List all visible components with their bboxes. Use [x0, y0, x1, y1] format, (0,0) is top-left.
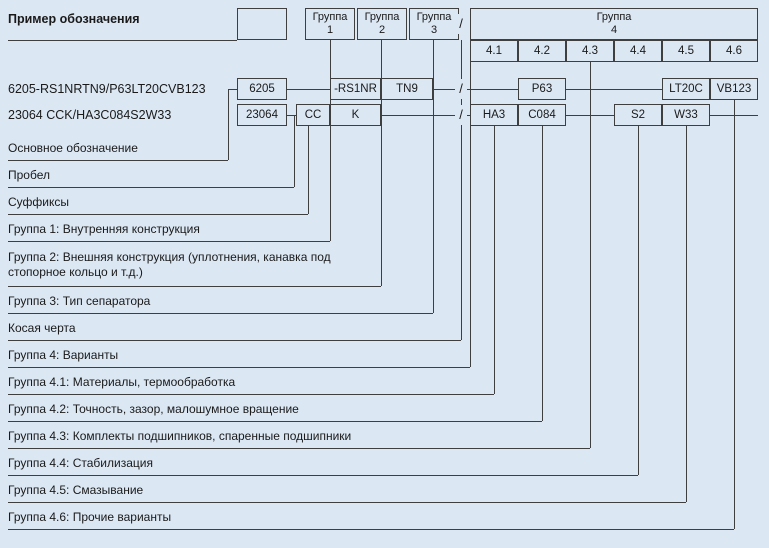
connector-group4-4	[638, 126, 639, 475]
legend-underline-4	[8, 241, 330, 242]
legend-label-space: Пробел	[8, 168, 50, 182]
group-2-header: Группа 2	[357, 8, 407, 40]
connector-group2	[381, 40, 382, 286]
cell-r1-group4-5: LT20C	[662, 78, 710, 100]
row1-midline	[566, 89, 662, 90]
connector-group1	[330, 40, 331, 241]
group-4-header: Группа 4	[470, 8, 758, 40]
connector-group4	[470, 62, 471, 367]
connector-space	[294, 115, 295, 187]
subgroup-4-4-header: 4.4	[614, 40, 662, 62]
legend-label-group4-6: Группа 4.6: Прочие варианты	[8, 510, 172, 524]
row1-midline	[287, 89, 330, 90]
subgroup-4-6-header: 4.6	[710, 40, 758, 62]
legend-label-suffixes: Суффиксы	[8, 195, 69, 209]
legend-underline-9	[8, 394, 494, 395]
legend-underline-14	[8, 529, 734, 530]
row2-midline	[381, 115, 455, 116]
cell-r2-group4-4: S2	[614, 104, 662, 126]
legend-underline-12	[8, 475, 638, 476]
row1-midline	[467, 89, 518, 90]
connector-group4-6	[734, 100, 735, 529]
connector-suffixes	[308, 126, 309, 214]
legend-underline-3	[8, 214, 308, 215]
legend-underline-10	[8, 421, 542, 422]
cell-r1-basic: 6205	[237, 78, 287, 100]
legend-label-basic: Основное обозначение	[8, 141, 138, 155]
legend-label-group1: Группа 1: Внутренняя конструкция	[8, 222, 200, 236]
connector-group4-3	[590, 62, 591, 448]
legend-label-group4-3: Группа 4.3: Комплекты подшипников, спаре…	[8, 429, 352, 443]
legend-label-group4: Группа 4: Варианты	[8, 348, 119, 362]
subgroup-4-2-header: 4.2	[518, 40, 566, 62]
group-3-header: Группа 3	[409, 8, 459, 40]
cell-r2-group4-1: HA3	[470, 104, 518, 126]
page-title: Пример обозначения	[8, 12, 140, 26]
connector-basic	[228, 89, 229, 160]
legend-label-group2: Группа 2: Внешняя конструкция (уплотнени…	[8, 250, 331, 279]
subgroup-4-1-header: 4.1	[470, 40, 518, 62]
cell-r2-group1: K	[330, 104, 381, 126]
cell-r2-basic: 23064	[237, 104, 287, 126]
cell-r1-group4-2: P63	[518, 78, 566, 100]
subgroup-4-3-header: 4.3	[566, 40, 614, 62]
legend-underline-5	[8, 286, 381, 287]
basic-connector-stub	[228, 89, 237, 90]
cell-r1-group4-6: VB123	[710, 78, 758, 100]
cell-r1-suffix-groups12: -RS1NR	[330, 78, 381, 100]
legend-underline-2	[8, 187, 294, 188]
cell-r1-group3: TN9	[381, 78, 433, 100]
connector-group4-2	[542, 126, 543, 421]
connector-slash	[461, 40, 462, 340]
row1-midline	[433, 89, 455, 90]
slash-separator-header: /	[456, 14, 466, 34]
legend-underline-7	[8, 340, 461, 341]
slash-separator-row1: /	[456, 79, 466, 99]
legend-underline-11	[8, 448, 590, 449]
legend-label-group4-5: Группа 4.5: Смазывание	[8, 483, 144, 497]
legend-underline-6	[8, 313, 433, 314]
slash-separator-row2: /	[456, 105, 466, 125]
row2-midline	[467, 115, 470, 116]
legend-label-group4-1: Группа 4.1: Материалы, термообработка	[8, 375, 236, 389]
subgroup-4-5-header: 4.5	[662, 40, 710, 62]
legend-underline-13	[8, 502, 686, 503]
connector-group4-1	[494, 126, 495, 394]
cell-r2-group4-5: W33	[662, 104, 710, 126]
connector-group3	[433, 40, 434, 313]
example-designation-1: 6205-RS1NRTN9/P63LT20CVB123	[8, 82, 206, 96]
legend-label-group4-2: Группа 4.2: Точность, зазор, малошумное …	[8, 402, 299, 416]
title-underline	[8, 40, 237, 41]
legend-underline-8	[8, 367, 470, 368]
legend-label-slash: Косая черта	[8, 321, 76, 335]
connector-group4-5	[686, 126, 687, 502]
example-designation-2: 23064 CCK/HA3C084S2W33	[8, 108, 172, 122]
legend-label-group4-4: Группа 4.4: Стабилизация	[8, 456, 153, 470]
cell-r2-group4-2: C084	[518, 104, 566, 126]
legend-underline-1	[8, 160, 228, 161]
basic-column-header-box	[237, 8, 287, 40]
cell-r2-suffix-start: CC	[296, 104, 330, 126]
legend-label-group3: Группа 3: Тип сепаратора	[8, 294, 151, 308]
group-1-header: Группа 1	[305, 8, 355, 40]
row2-midline	[287, 115, 296, 116]
